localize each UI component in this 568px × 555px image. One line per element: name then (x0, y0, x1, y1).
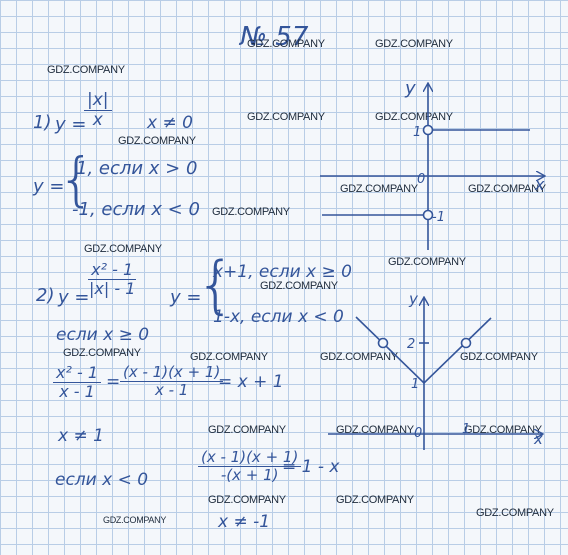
watermark: GDZ.COMPANY (476, 507, 554, 519)
fraction-denominator: |x| - 1 (89, 278, 136, 298)
part1-condition: x ≠ 0 (147, 113, 193, 133)
graph1-y-label: y (404, 78, 416, 99)
graph2-open-point-right (460, 337, 472, 349)
part1-brace: { (58, 145, 95, 213)
part2-case2: 1-x, если x < 0 (213, 307, 344, 327)
graph2-line-right (423, 317, 492, 384)
part2-if-positive: если x ≥ 0 (56, 325, 150, 345)
watermark: GDZ.COMPANY (260, 280, 338, 292)
fraction-denominator: x (92, 109, 103, 130)
watermark: GDZ.COMPANY (336, 494, 414, 506)
fraction-numerator: (x - 1)(x + 1) (120, 364, 224, 382)
watermark: GDZ.COMPANY (118, 135, 196, 147)
graph2-label-2: 2 (407, 337, 415, 352)
part1-case2: -1, если x < 0 (72, 199, 200, 220)
page-title: № 57 (240, 22, 309, 52)
watermark: GDZ.COMPANY (340, 183, 418, 195)
part2-piece-y: y = (170, 287, 202, 308)
part2-y-label: y = (58, 287, 90, 308)
calc-pos-fraction2: (x - 1)(x + 1) x - 1 (120, 364, 224, 399)
watermark: GDZ.COMPANY (247, 111, 325, 123)
part2-if-negative: если x < 0 (55, 470, 149, 490)
fraction-numerator: |x| (84, 91, 112, 111)
calc-pos-fraction1: x² - 1 x - 1 (53, 364, 102, 401)
watermark: GDZ.COMPANY (336, 424, 414, 436)
calc-pos-result: = x + 1 (218, 372, 284, 392)
watermark: GDZ.COMPANY (468, 183, 546, 195)
watermark: GDZ.COMPANY (464, 424, 542, 436)
fraction-denominator: -(x + 1) (220, 465, 279, 484)
calc-neg-result: = 1 - x (282, 457, 340, 477)
part2-neq-minus1: x ≠ -1 (218, 512, 271, 532)
watermark: GDZ.COMPANY (388, 256, 466, 268)
watermark: GDZ.COMPANY (212, 206, 290, 218)
graph1-tick-1: 1 (413, 125, 421, 140)
graph1-x-label: x (534, 175, 545, 194)
part1-number: 1) (33, 112, 52, 133)
watermark: GDZ.COMPANY (460, 351, 538, 363)
part1-case1: 1, если x > 0 (76, 158, 198, 179)
part1-piece-y: y = (33, 176, 65, 197)
watermark: GDZ.COMPANY (375, 111, 453, 123)
part1-fraction: |x| x (84, 91, 112, 130)
watermark: GDZ.COMPANY (63, 347, 141, 359)
watermark: GDZ.COMPANY (208, 424, 286, 436)
watermark: GDZ.COMPANY (320, 351, 398, 363)
fraction-numerator: (x - 1)(x + 1) (198, 449, 302, 467)
graph2-label-x1: 1 (462, 422, 470, 437)
part2-neq1: x ≠ 1 (58, 426, 104, 446)
watermark: GDZ.COMPANY (247, 38, 325, 50)
watermark: GDZ.COMPANY (84, 243, 162, 255)
fraction-denominator: x - 1 (154, 380, 189, 399)
part2-number: 2) (36, 285, 55, 306)
watermark: GDZ.COMPANY (103, 515, 167, 525)
watermark: GDZ.COMPANY (375, 38, 453, 50)
fraction-numerator: x² - 1 (88, 261, 137, 280)
part2-fraction: x² - 1 |x| - 1 (86, 261, 138, 298)
graph1-open-point-top (422, 124, 434, 136)
fraction-numerator: x² - 1 (53, 364, 102, 383)
graph2-y-label: y (408, 290, 419, 308)
graph2-line-left (355, 316, 425, 384)
graph1 (320, 84, 544, 250)
fraction-denominator: x - 1 (59, 381, 95, 401)
graph2-label-1: 1 (411, 377, 419, 392)
watermark: GDZ.COMPANY (47, 64, 125, 76)
part1-y-label: y = (55, 114, 87, 135)
graph1-open-point-bottom (422, 209, 434, 221)
part2-brace: { (196, 248, 236, 321)
graph1-tick-minus1: -1 (432, 210, 445, 225)
graph2-open-point-left (377, 337, 389, 349)
graph2-origin: 0 (414, 426, 422, 441)
watermark: GDZ.COMPANY (208, 494, 286, 506)
part2-case1: x+1, если x ≥ 0 (213, 262, 352, 282)
graph2 (328, 298, 542, 450)
watermark: GDZ.COMPANY (190, 351, 268, 363)
calc-neg-fraction: (x - 1)(x + 1) -(x + 1) (198, 449, 302, 484)
calc-pos-equals: = (106, 372, 121, 392)
graph1-origin: 0 (417, 172, 425, 187)
graph2-x-label: x (533, 430, 543, 448)
